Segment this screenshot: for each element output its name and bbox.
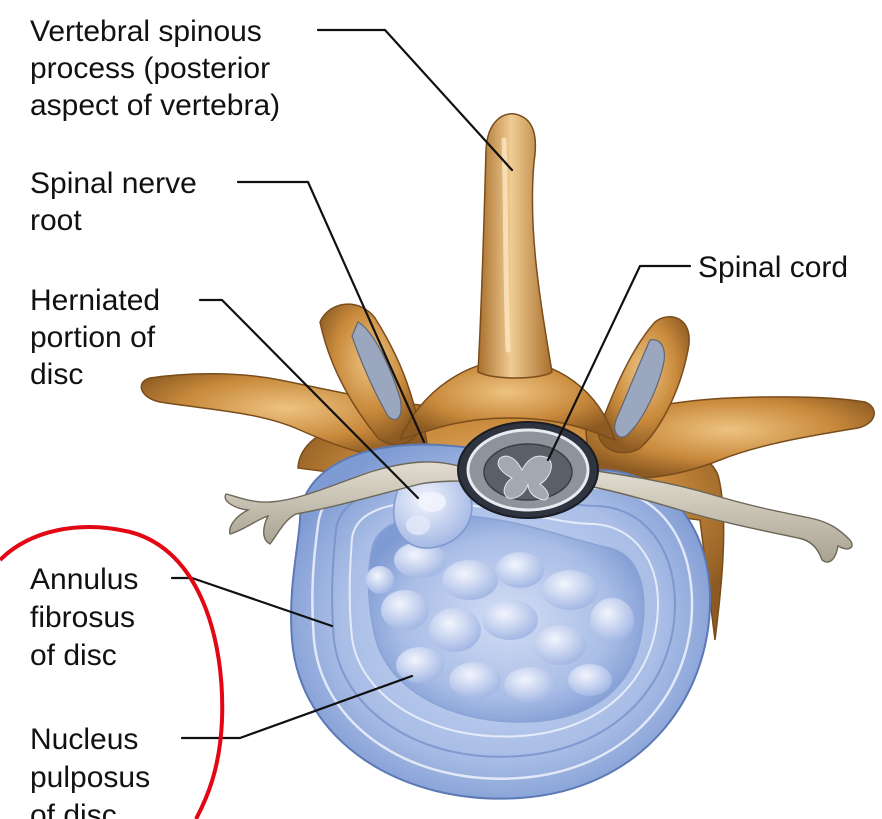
spinous-process — [478, 114, 552, 378]
label-spinous-process: Vertebral spinous process (posterior asp… — [30, 15, 280, 122]
label-spinal-cord: Spinal cord — [698, 251, 848, 284]
label-herniated: Herniated portion of disc — [30, 284, 168, 391]
leader-spinous-process — [318, 30, 512, 170]
label-annulus: Annulus fibrosus of disc — [30, 563, 147, 672]
vertebra-illustration — [141, 114, 874, 799]
label-nerve-root: Spinal nerve root — [30, 167, 205, 237]
label-nucleus: Nucleus pulposus of disc — [30, 723, 158, 819]
